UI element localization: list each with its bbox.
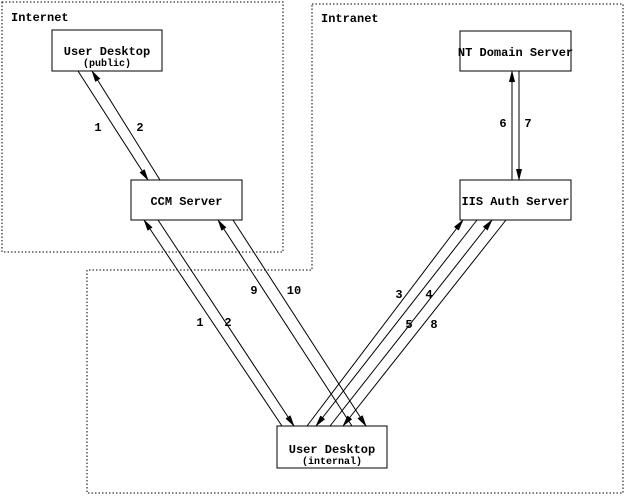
node-user-desktop-public	[51, 29, 163, 72]
edge-arrow-ccm-to-public-desktop	[91, 70, 161, 181]
edge-arrow-ccm-to-internal-desktop-10	[232, 219, 367, 427]
node-title-user-desktop-internal: User Desktop	[289, 443, 375, 457]
edge-label-nt-domain-to-iis-7: 7	[524, 117, 531, 131]
edge-label-iis-to-internal-desktop-8: 8	[430, 318, 437, 332]
edge-label-iis-to-nt-domain-6: 6	[499, 117, 506, 131]
edge-arrow-internal-desktop-to-ccm	[143, 219, 283, 427]
node-subtitle-user-desktop-internal: (internal)	[302, 456, 362, 468]
edge-arrow-internal-desktop-to-iis-3	[306, 219, 464, 427]
edge-arrow-public-desktop-to-ccm	[77, 70, 149, 181]
edge-label-ccm-to-internal-desktop: 2	[224, 316, 231, 330]
node-title-ccm-server: CCM Server	[150, 195, 222, 209]
region-label-internet: Internet	[11, 11, 69, 25]
edge-label-iis-to-internal-desktop-4: 4	[425, 288, 432, 302]
node-title-user-desktop-public: User Desktop	[64, 45, 150, 59]
node-subtitle-user-desktop-public: (public)	[83, 58, 131, 70]
edge-arrow-iis-to-internal-desktop-8	[342, 219, 507, 427]
edge-arrow-iis-to-internal-desktop-4	[315, 219, 478, 427]
node-nt-domain-server	[459, 30, 572, 72]
edge-label-internal-desktop-to-iis-5: 5	[405, 318, 412, 332]
node-user-desktop-internal	[276, 425, 388, 469]
edge-arrow-internal-desktop-to-iis-5	[329, 219, 493, 427]
node-title-iis-auth-server: IIS Auth Server	[461, 195, 569, 209]
edge-arrow-ccm-to-internal-desktop	[157, 219, 295, 427]
edge-label-internal-desktop-to-ccm-9: 9	[250, 284, 257, 298]
edge-label-internal-desktop-to-ccm: 1	[196, 316, 203, 330]
region-label-intranet: Intranet	[321, 12, 379, 26]
node-iis-auth-server	[459, 179, 572, 221]
edge-arrow-internal-desktop-to-ccm-9	[217, 219, 353, 427]
edge-label-ccm-to-internal-desktop-10: 10	[287, 284, 301, 298]
node-title-nt-domain-server: NT Domain Server	[458, 46, 573, 60]
edge-label-internal-desktop-to-iis-3: 3	[395, 288, 402, 302]
edge-label-ccm-to-public-desktop: 2	[136, 121, 143, 135]
node-ccm-server	[130, 179, 243, 221]
edge-label-public-desktop-to-ccm: 1	[94, 121, 101, 135]
